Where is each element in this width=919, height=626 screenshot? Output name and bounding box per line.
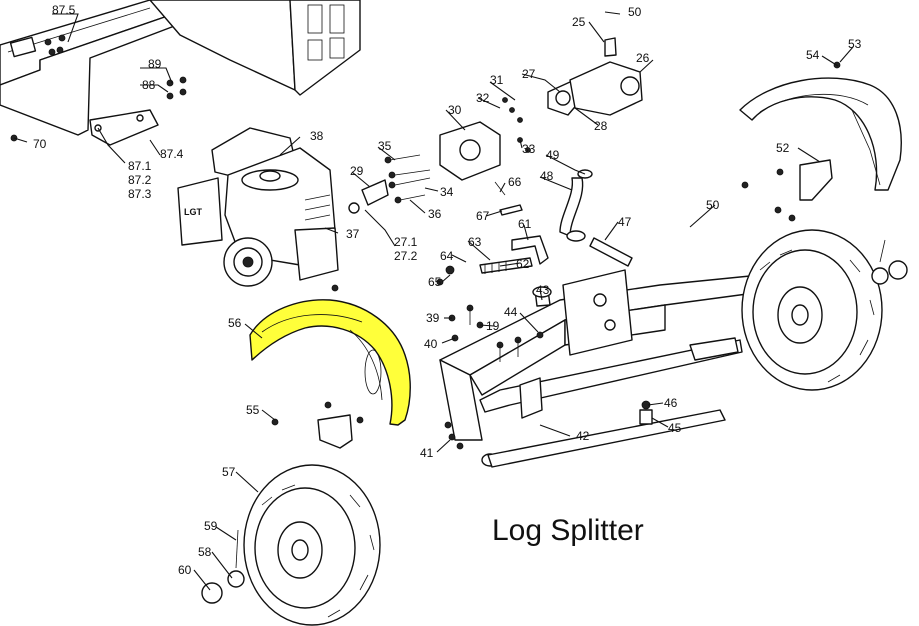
hoses-drawing bbox=[436, 169, 633, 286]
callout-50-top: 50 bbox=[628, 5, 642, 19]
main-frame-drawing bbox=[439, 269, 763, 468]
callout-34: 34 bbox=[440, 185, 454, 199]
callout-38: 38 bbox=[310, 129, 324, 143]
callout-31: 31 bbox=[490, 73, 504, 87]
callout-29: 29 bbox=[350, 164, 364, 178]
callout-55: 55 bbox=[246, 403, 260, 417]
callout-47: 47 bbox=[618, 215, 632, 229]
callout-57: 57 bbox=[222, 465, 236, 479]
callout-19: 19 bbox=[486, 319, 500, 333]
callout-26: 26 bbox=[636, 51, 650, 65]
callout-48: 48 bbox=[540, 169, 554, 183]
svg-text:LGT: LGT bbox=[184, 207, 202, 217]
callout-42: 42 bbox=[576, 429, 590, 443]
callout-30: 30 bbox=[448, 103, 462, 117]
callout-49: 49 bbox=[546, 148, 560, 162]
cabinet-drawing bbox=[149, 0, 361, 96]
diagram-title: Log Splitter bbox=[492, 514, 644, 547]
callout-37: 37 bbox=[346, 227, 360, 241]
hardware-88-89 bbox=[10, 34, 187, 142]
fender-hardware bbox=[271, 284, 364, 449]
callout-labels: 87.5 89 88 70 87.4 87.1 87.2 87.3 38 35 … bbox=[33, 3, 862, 577]
callout-52: 52 bbox=[776, 141, 790, 155]
callout-54: 54 bbox=[806, 48, 820, 62]
callout-58: 58 bbox=[198, 545, 212, 559]
callout-41: 41 bbox=[420, 446, 434, 460]
callout-87-3: 87.3 bbox=[128, 187, 152, 201]
callout-70: 70 bbox=[33, 137, 47, 151]
callout-87-4: 87.4 bbox=[160, 147, 184, 161]
callout-87-2: 87.2 bbox=[128, 173, 152, 187]
callout-46: 46 bbox=[664, 396, 678, 410]
right-fender-drawing bbox=[739, 61, 902, 222]
callout-27-2: 27.2 bbox=[394, 249, 418, 263]
callout-35: 35 bbox=[378, 139, 392, 153]
callout-88: 88 bbox=[142, 78, 156, 92]
callout-66: 66 bbox=[508, 175, 522, 189]
callout-45: 45 bbox=[668, 421, 682, 435]
callout-27: 27 bbox=[522, 67, 536, 81]
callout-87-5: 87.5 bbox=[52, 3, 76, 17]
callout-43: 43 bbox=[536, 283, 550, 297]
callout-44: 44 bbox=[504, 305, 518, 319]
right-wheel-drawing bbox=[741, 229, 908, 391]
engine-drawing: LGT bbox=[177, 127, 339, 287]
callout-27-1: 27.1 bbox=[394, 235, 418, 249]
callout-59: 59 bbox=[204, 519, 218, 533]
callout-39: 39 bbox=[426, 311, 440, 325]
callout-53: 53 bbox=[848, 37, 862, 51]
callout-32: 32 bbox=[476, 91, 490, 105]
callout-33: 33 bbox=[522, 142, 536, 156]
callout-64: 64 bbox=[440, 249, 454, 263]
callout-62: 62 bbox=[516, 257, 530, 271]
callout-67: 67 bbox=[476, 209, 490, 223]
callout-28: 28 bbox=[594, 119, 608, 133]
callout-87-1: 87.1 bbox=[128, 159, 152, 173]
callout-40: 40 bbox=[424, 337, 438, 351]
callout-56: 56 bbox=[228, 316, 242, 330]
callout-60: 60 bbox=[178, 563, 192, 577]
callout-65: 65 bbox=[428, 275, 442, 289]
callout-89: 89 bbox=[148, 57, 162, 71]
left-wheel-drawing bbox=[201, 464, 381, 626]
left-fender-highlighted bbox=[249, 299, 411, 426]
callout-61: 61 bbox=[518, 217, 532, 231]
leader-lines bbox=[13, 11, 854, 591]
callout-50: 50 bbox=[706, 198, 720, 212]
callout-36: 36 bbox=[428, 207, 442, 221]
frame-beam-drawing bbox=[0, 0, 186, 146]
callout-63: 63 bbox=[468, 235, 482, 249]
callout-25: 25 bbox=[572, 15, 586, 29]
